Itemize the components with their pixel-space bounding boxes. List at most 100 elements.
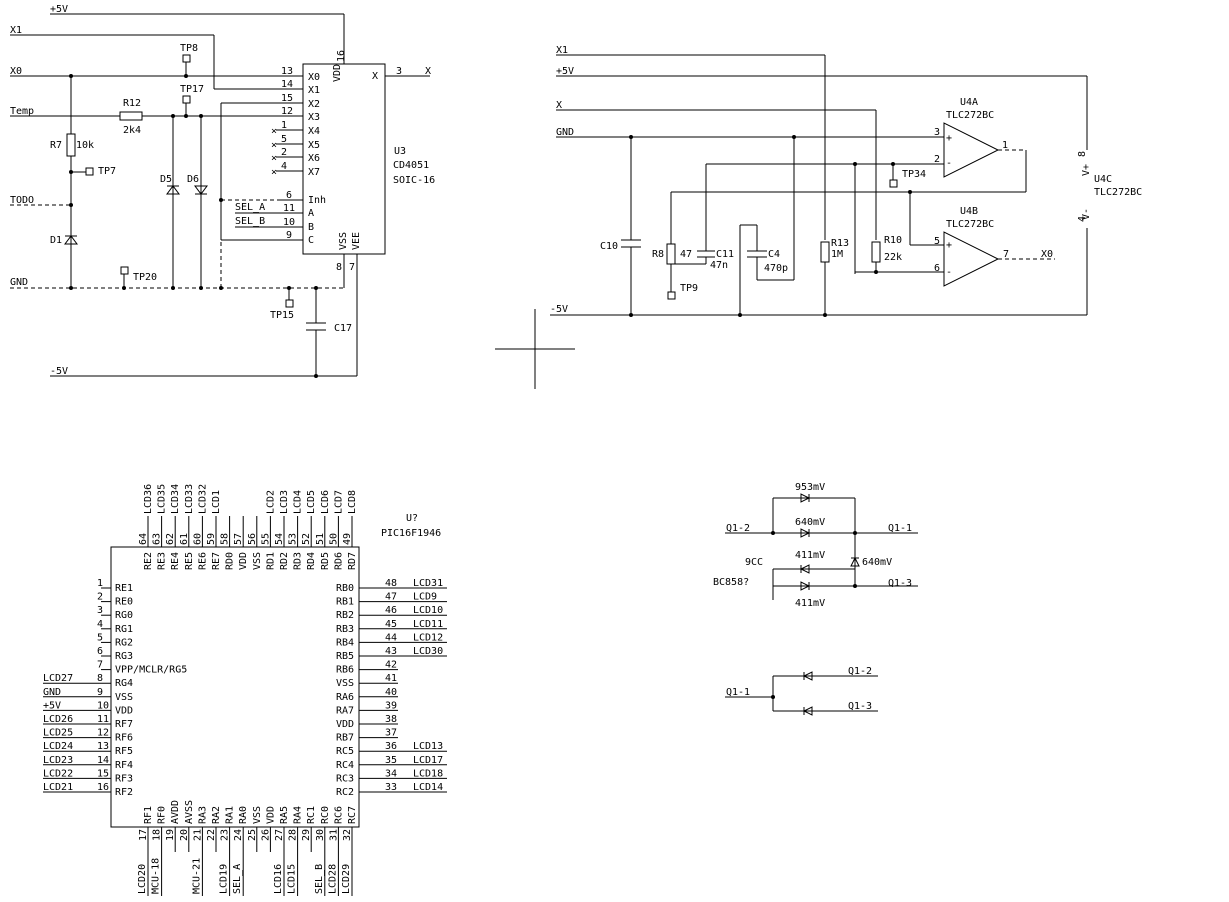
bc-v953: 953mV (795, 482, 825, 493)
junction-dot (122, 286, 126, 290)
mcu-right-pin-num: 33 (385, 782, 397, 793)
mcu-left-pin-num: 9 (97, 687, 103, 698)
mcu-left-pin-num: 12 (97, 728, 109, 739)
r13-value: 1M (831, 249, 843, 260)
u3-pin-c-num: 9 (286, 230, 292, 241)
mcu-top-pin-num: 62 (165, 533, 176, 545)
no-connect-mark: × (271, 167, 277, 178)
mcu-left-pin-num: 6 (97, 646, 103, 657)
mcu-bottom-pin-num: 17 (138, 829, 149, 841)
u3-input-pin-num: 4 (281, 161, 287, 172)
mcu-left-pin-num: 2 (97, 592, 103, 603)
mcu-bottom-pin-num: 21 (192, 829, 203, 841)
mcu-left-net-label: LCD25 (43, 728, 73, 739)
mcu-left-pin-label: RG2 (115, 637, 133, 648)
mcu-right-net-label: LCD18 (413, 768, 443, 779)
bc-label-q12: Q1-2 (726, 523, 750, 534)
mcu-left-net-label: LCD21 (43, 782, 73, 793)
mcu-top-pin-num: 63 (152, 533, 163, 545)
net-label-gnd-right: GND (556, 127, 574, 138)
u3-pin-a-num: 11 (283, 203, 295, 214)
mcu-right-pin-label: RB4 (336, 637, 354, 648)
no-connect-mark: × (271, 126, 277, 137)
bc-label-q12b: Q1-2 (848, 666, 872, 677)
mcu-top-pin-num: 58 (220, 533, 231, 545)
mcu-bottom-pin-num: 24 (233, 829, 244, 841)
r7-ref: R7 (50, 140, 62, 151)
mcu-left-pin-num: 3 (97, 605, 103, 616)
mcu-top-pin-label: RD3 (293, 552, 304, 570)
mcu-left-pin-label: RF6 (115, 733, 133, 744)
mcu-top-pin-num: 52 (301, 533, 312, 545)
u4b-value: TLC272BC (946, 219, 994, 230)
u3-pin-vee-num: 7 (349, 262, 355, 273)
mcu-left-net-label: LCD26 (43, 714, 73, 725)
mcu-top-pin-label: RD7 (347, 552, 358, 570)
u3-input-pin-label: X1 (308, 85, 320, 96)
mcu-top-pin-label: VSS (252, 552, 263, 570)
junction-dot (908, 190, 912, 194)
mcu-left-pin-num: 1 (97, 578, 103, 589)
mcu-right-net-label: LCD17 (413, 755, 443, 766)
mcu-bottom-pin-label: RA0 (238, 806, 249, 824)
tp34-point (889, 179, 898, 188)
mcu-left-pin-num: 8 (97, 673, 103, 684)
bc-part: BC858? (713, 577, 749, 588)
net-label-m5v-right: -5V (550, 304, 568, 315)
mcu-bottom-pin-label: AVDD (170, 800, 181, 824)
mcu-right-pin-label: RB6 (336, 665, 354, 676)
diode-953 (800, 493, 811, 503)
mcu-right-pin-label: RB3 (336, 624, 354, 635)
junction-dot (184, 114, 188, 118)
mcu-top-pin-num: 49 (342, 533, 353, 545)
r12-ref: R12 (123, 98, 141, 109)
net-label-selb: SEL_B (235, 216, 265, 227)
mcu-right-pin-label: RB2 (336, 610, 354, 621)
u4c-vp: V+ (1081, 164, 1092, 176)
junction-dot (171, 286, 175, 290)
tp8-ref: TP8 (180, 43, 198, 54)
junction-dot (287, 286, 291, 290)
mcu-bottom-net-label: LCD19 (219, 864, 230, 894)
mcu-right-pin-num: 39 (385, 700, 397, 711)
tp7-point (85, 167, 94, 176)
mcu-top-pin-label: RE2 (143, 552, 154, 570)
tp34-ref: TP34 (902, 169, 926, 180)
mcu-right-pin-num: 36 (385, 741, 397, 752)
mcu-bottom-net-label: LCD28 (327, 864, 338, 894)
d1-ref: D1 (50, 235, 62, 246)
mcu-value: PIC16F1946 (381, 528, 441, 539)
net-label-temp: Temp (10, 106, 34, 117)
mcu-bottom-pin-label: RF0 (157, 806, 168, 824)
mcu-right-pin-num: 34 (385, 768, 397, 779)
junction-dot (891, 162, 895, 166)
mcu-bottom-net-label: MCU-18 (151, 858, 162, 894)
tp15-ref: TP15 (270, 310, 294, 321)
mcu-left-pin-label: RF5 (115, 746, 133, 757)
mcu-right-pin-label: RB5 (336, 651, 354, 662)
mcu-left-net-label: LCD24 (43, 741, 73, 752)
no-connect-mark: × (271, 140, 277, 151)
junction-dot (874, 270, 878, 274)
r7-value: 10k (76, 140, 94, 151)
u3-pin-vss-num: 8 (336, 262, 342, 273)
junction-dot (69, 203, 73, 207)
u3-input-pin-num: 14 (281, 79, 293, 90)
diode-411b (800, 581, 811, 591)
mcu-left-pin-label: VDD (115, 705, 133, 716)
r12-resistor (119, 111, 143, 121)
u3-input-pin-label: X2 (308, 99, 320, 110)
u3-pin-b-num: 10 (283, 217, 295, 228)
u4a-minus: - (946, 158, 952, 169)
bc-v640b: 640mV (862, 557, 892, 568)
mcu-bottom-pin-label: RC6 (333, 806, 344, 824)
junction-dot (771, 695, 775, 699)
mcu-top-net-label: LCD34 (170, 484, 181, 514)
diode-q12b (802, 671, 813, 681)
tp17-point (182, 95, 191, 104)
net-label-x-out: X (425, 66, 431, 77)
d1-diode (64, 235, 78, 245)
net-label-x0: X0 (10, 66, 22, 77)
d5-ref: D5 (160, 174, 172, 185)
u4b-pin5: 5 (934, 236, 940, 247)
